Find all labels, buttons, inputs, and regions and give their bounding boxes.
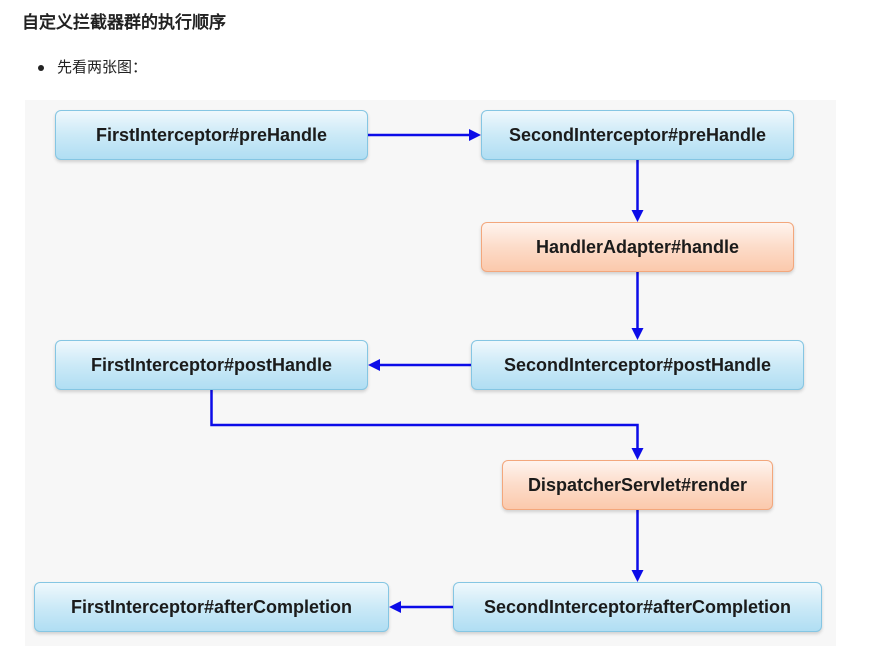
node-first-interceptor-posthandle: FirstInterceptor#postHandle [55,340,368,390]
node-handler-adapter-handle: HandlerAdapter#handle [481,222,794,272]
arrow-node-4-to-node-5 [210,390,644,460]
node-first-interceptor-prehandle: FirstInterceptor#preHandle [55,110,368,160]
bullet-dot-icon [38,65,44,71]
node-second-interceptor-prehandle: SecondInterceptor#preHandle [481,110,794,160]
list-item-text: 先看两张图： [57,59,148,76]
section-heading: 自定义拦截器群的执行顺序 [22,13,226,32]
interceptor-execution-order-diagram: FirstInterceptor#preHandle SecondInterce… [25,100,836,646]
node-second-interceptor-aftercompletion: SecondInterceptor#afterCompletion [453,582,822,632]
node-first-interceptor-aftercompletion: FirstInterceptor#afterCompletion [34,582,389,632]
node-second-interceptor-posthandle: SecondInterceptor#postHandle [471,340,804,390]
node-dispatcher-servlet-render: DispatcherServlet#render [502,460,773,510]
arrow-layer [210,129,644,613]
list-item: 先看两张图： [37,57,337,79]
